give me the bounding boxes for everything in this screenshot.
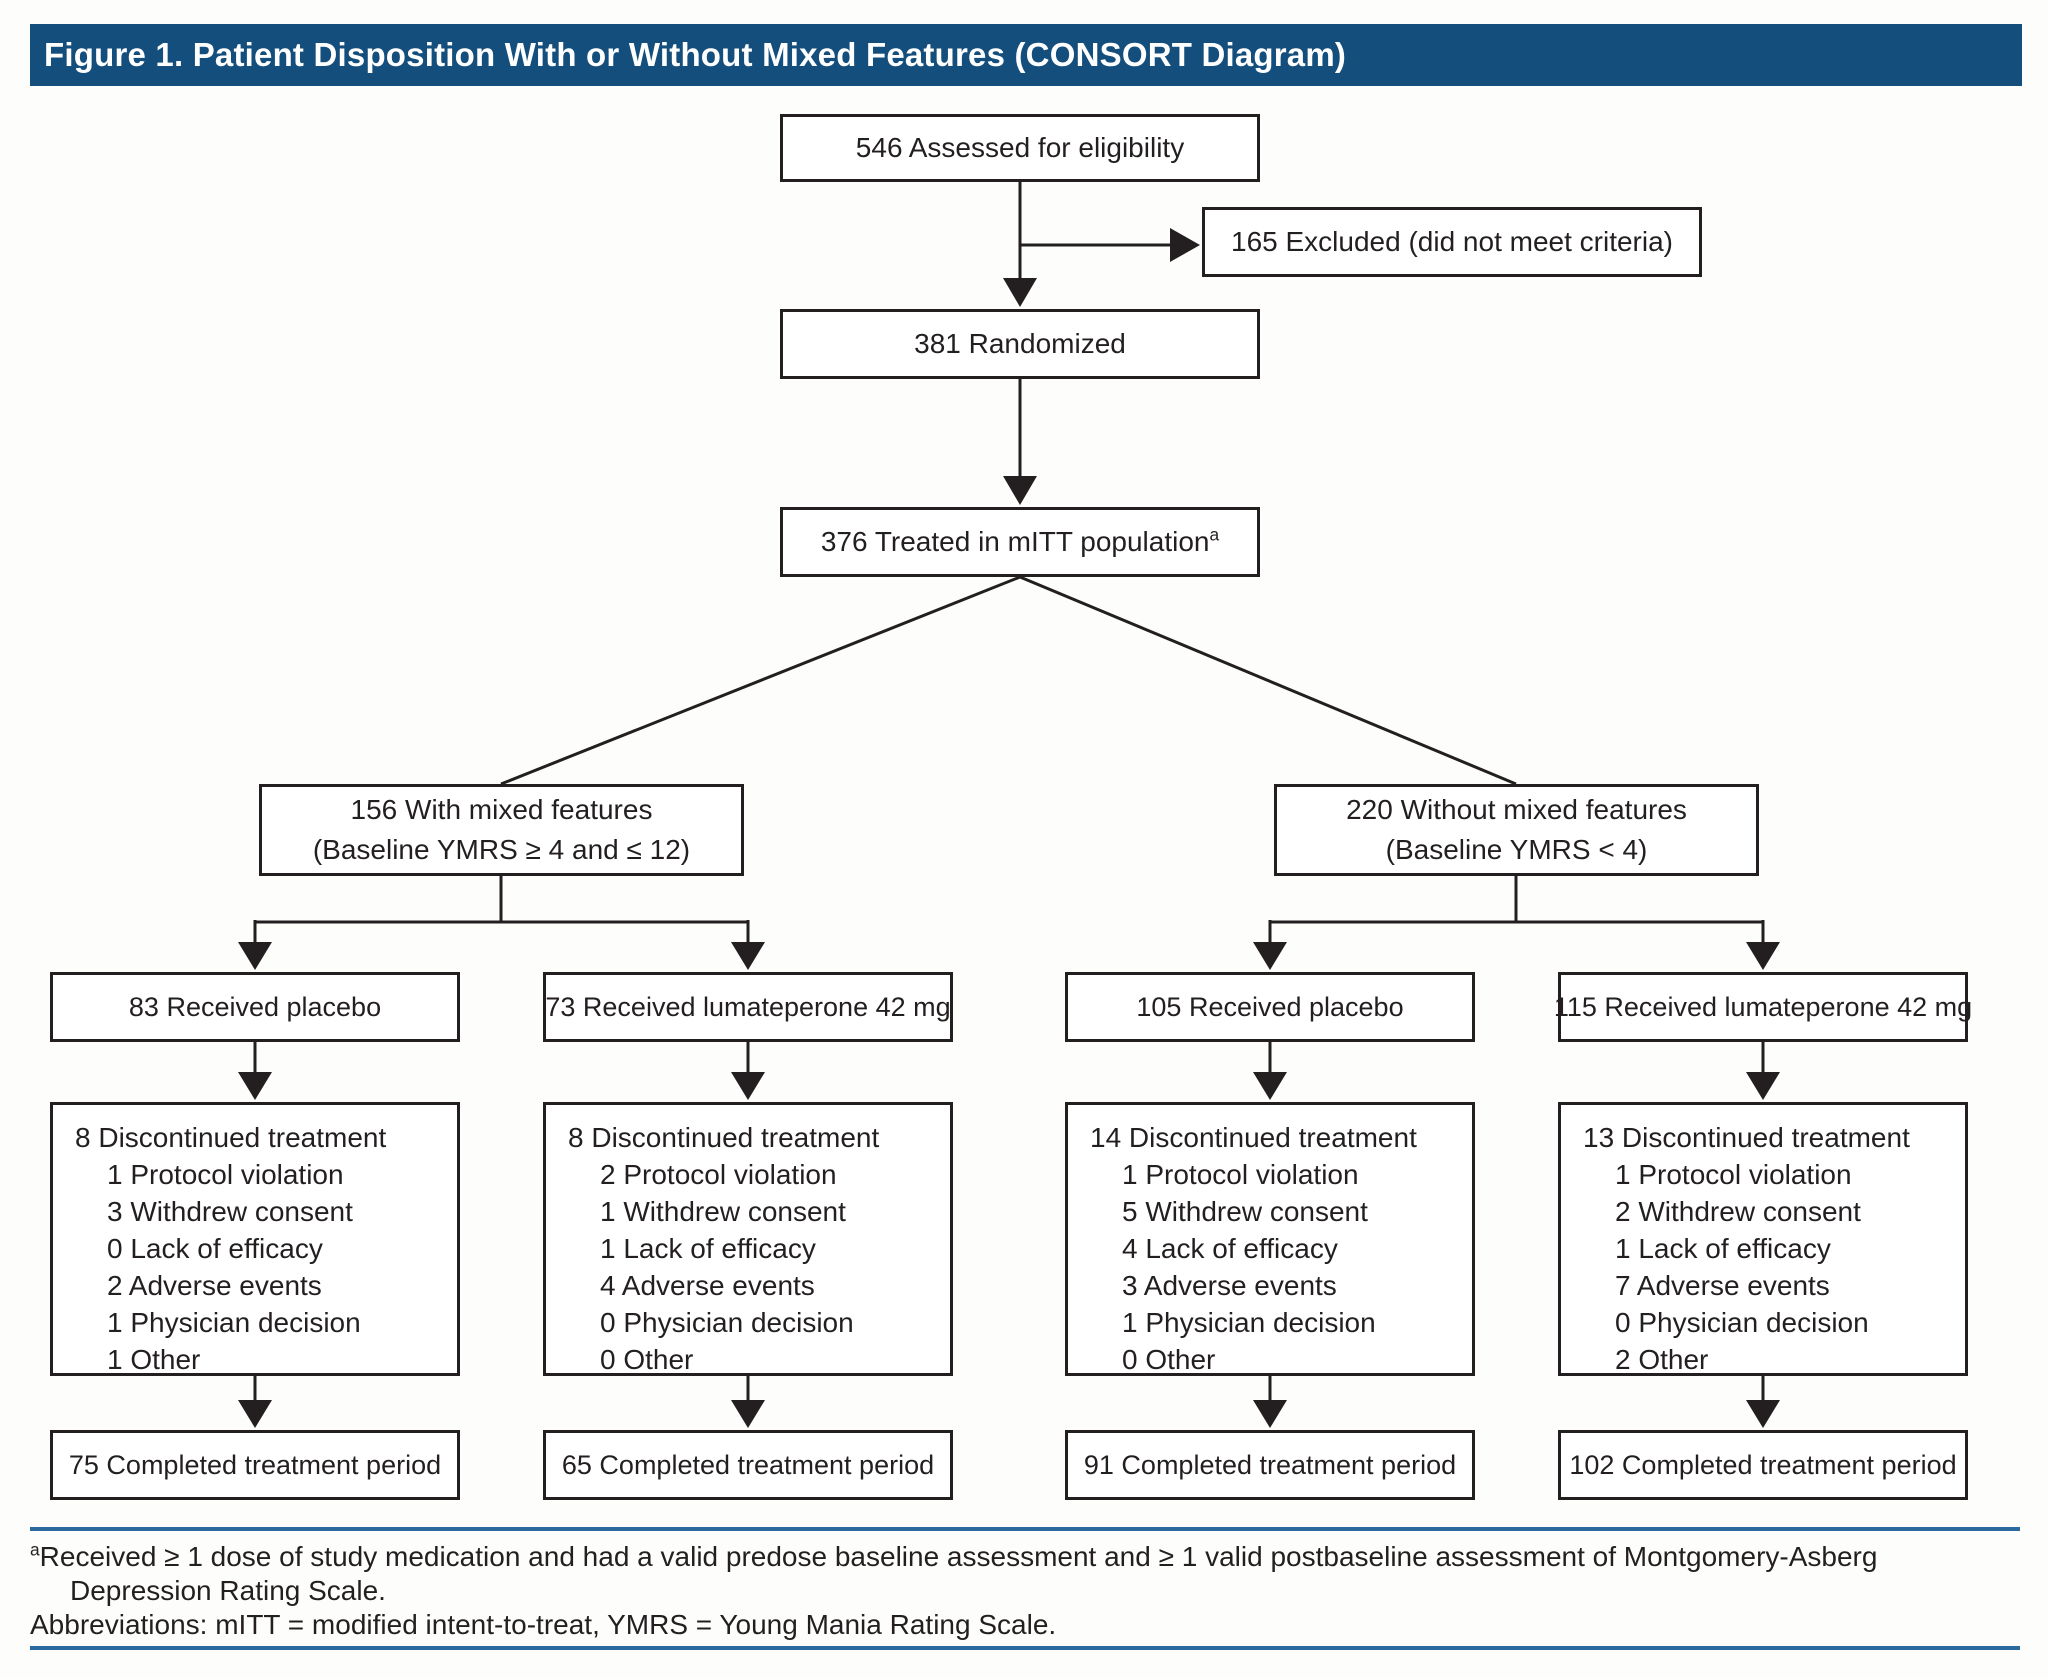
discontinue-reason: 0 Other — [1122, 1344, 1216, 1375]
footnote-top-rule — [30, 1527, 2020, 1531]
box-branch-with-mixed-features: 156 With mixed features (Baseline YMRS ≥… — [259, 784, 744, 876]
discontinue-reason: 1 Other — [107, 1344, 201, 1375]
box-completed-placebo-nonmixed: 91 Completed treatment period — [1065, 1430, 1475, 1500]
branch-line1: 220 Without mixed features — [1346, 794, 1687, 825]
connector-treated-to-branches — [500, 575, 1517, 786]
discontinue-reason: 0 Lack of efficacy — [107, 1233, 323, 1264]
discontinue-reason: 5 Withdrew consent — [1122, 1196, 1368, 1227]
box-randomized: 381 Randomized — [780, 309, 1260, 379]
discontinue-reason: 4 Adverse events — [600, 1270, 815, 1301]
discontinued-title: 8 Discontinued treatment — [75, 1122, 387, 1153]
box-received-lumateperone-mixed: 73 Received lumateperone 42 mg — [543, 972, 953, 1042]
discontinue-reason: 2 Other — [1615, 1344, 1709, 1375]
branch-line1: 156 With mixed features — [350, 794, 653, 825]
connector-assessed-to-randomized — [1003, 182, 1037, 307]
connectors-received-to-discontinued — [238, 1042, 1780, 1100]
randomized-label: 381 Randomized — [914, 328, 1126, 359]
connector-right-branch-split — [1253, 876, 1780, 970]
discontinue-reason: 1 Withdrew consent — [600, 1196, 846, 1227]
discontinue-reason: 1 Protocol violation — [1615, 1159, 1852, 1190]
discontinue-reason: 2 Protocol violation — [600, 1159, 837, 1190]
discontinue-reason: 3 Adverse events — [1122, 1270, 1337, 1301]
footnote-block: aReceived ≥ 1 dose of study medication a… — [30, 1540, 2020, 1642]
discontinue-reason: 0 Physician decision — [1615, 1307, 1869, 1338]
box-received-placebo-mixed: 83 Received placebo — [50, 972, 460, 1042]
discontinue-reason: 7 Adverse events — [1615, 1270, 1830, 1301]
discontinue-reason: 1 Lack of efficacy — [1615, 1233, 1831, 1264]
received-label: 105 Received placebo — [1136, 992, 1404, 1022]
connector-assessed-to-excluded — [1020, 228, 1200, 262]
discontinue-reason: 2 Adverse events — [107, 1270, 322, 1301]
treated-label: 376 Treated in mITT populationa — [820, 524, 1220, 557]
excluded-label: 165 Excluded (did not meet criteria) — [1231, 226, 1673, 257]
box-branch-without-mixed-features: 220 Without mixed features (Baseline YMR… — [1274, 784, 1759, 876]
footnote-bottom-rule — [30, 1646, 2020, 1650]
received-label: 83 Received placebo — [128, 992, 382, 1022]
box-assessed: 546 Assessed for eligibility — [780, 114, 1260, 182]
discontinue-reason: 4 Lack of efficacy — [1122, 1233, 1338, 1264]
discontinue-reason: 1 Physician decision — [1122, 1307, 1376, 1338]
box-completed-placebo-mixed: 75 Completed treatment period — [50, 1430, 460, 1500]
box-completed-lumateperone-nonmixed: 102 Completed treatment period — [1558, 1430, 1968, 1500]
box-received-lumateperone-nonmixed: 115 Received lumateperone 42 mg — [1554, 972, 1972, 1042]
footnote-abbreviations: Abbreviations: mITT = modified intent-to… — [30, 1609, 1057, 1640]
completed-label: 91 Completed treatment period — [1083, 1450, 1457, 1480]
box-treated-mitt: 376 Treated in mITT populationa — [780, 507, 1260, 577]
assessed-label: 546 Assessed for eligibility — [855, 132, 1185, 163]
connectors-discontinued-to-completed — [238, 1376, 1780, 1428]
discontinue-reason: 1 Lack of efficacy — [600, 1233, 816, 1264]
box-discontinued-lumateperone-mixed: 8 Discontinued treatment 2 Protocol viol… — [543, 1102, 953, 1376]
discontinue-reason: 1 Physician decision — [107, 1307, 361, 1338]
discontinue-reason: 2 Withdrew consent — [1615, 1196, 1861, 1227]
figure-title-bar: Figure 1. Patient Disposition With or Wi… — [30, 24, 2022, 86]
discontinue-reason: 0 Other — [600, 1344, 694, 1375]
discontinue-reason: 1 Protocol violation — [1122, 1159, 1359, 1190]
discontinue-reason: 1 Protocol violation — [107, 1159, 344, 1190]
footnote-note: aReceived ≥ 1 dose of study medication a… — [30, 1539, 1878, 1606]
box-discontinued-placebo-mixed: 8 Discontinued treatment 1 Protocol viol… — [50, 1102, 460, 1376]
completed-label: 75 Completed treatment period — [68, 1450, 442, 1480]
branch-line2: (Baseline YMRS < 4) — [1385, 834, 1648, 865]
completed-label: 102 Completed treatment period — [1569, 1450, 1957, 1480]
discontinued-title: 8 Discontinued treatment — [568, 1122, 880, 1153]
discontinue-reason: 0 Physician decision — [600, 1307, 854, 1338]
connector-left-branch-split — [238, 876, 765, 970]
box-completed-lumateperone-mixed: 65 Completed treatment period — [543, 1430, 953, 1500]
box-discontinued-lumateperone-nonmixed: 13 Discontinued treatment 1 Protocol vio… — [1558, 1102, 1968, 1376]
box-received-placebo-nonmixed: 105 Received placebo — [1065, 972, 1475, 1042]
box-discontinued-placebo-nonmixed: 14 Discontinued treatment 1 Protocol vio… — [1065, 1102, 1475, 1376]
received-label: 73 Received lumateperone 42 mg — [545, 992, 951, 1022]
footnote-marker: a — [30, 1539, 40, 1560]
branch-line2: (Baseline YMRS ≥ 4 and ≤ 12) — [312, 834, 691, 865]
box-excluded: 165 Excluded (did not meet criteria) — [1202, 207, 1702, 277]
figure-title: Figure 1. Patient Disposition With or Wi… — [44, 36, 1347, 73]
discontinue-reason: 3 Withdrew consent — [107, 1196, 353, 1227]
treated-footnote-marker: a — [1209, 524, 1220, 545]
completed-label: 65 Completed treatment period — [561, 1450, 935, 1480]
discontinued-title: 14 Discontinued treatment — [1090, 1122, 1417, 1153]
connector-randomized-to-treated — [1003, 379, 1037, 505]
received-label: 115 Received lumateperone 42 mg — [1553, 992, 1973, 1022]
discontinued-title: 13 Discontinued treatment — [1583, 1122, 1910, 1153]
